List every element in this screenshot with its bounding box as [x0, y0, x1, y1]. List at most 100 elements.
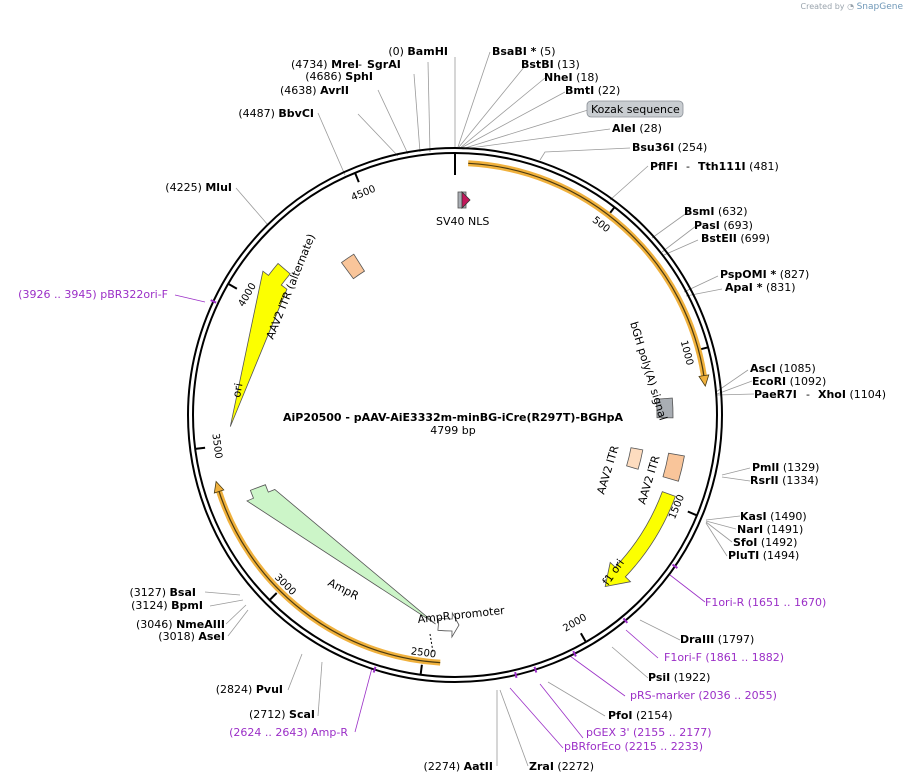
primer-pgex3[interactable]: pGEX 3' (2155 .. 2177)	[586, 726, 712, 739]
primer-ampr[interactable]: (2624 .. 2643) Amp-R	[229, 726, 348, 739]
site-nari[interactable]: NarI (1491)	[737, 523, 803, 536]
bgh-polya-label: bGH poly(A) signal	[627, 320, 669, 422]
site-zrai[interactable]: ZraI (2272)	[529, 760, 594, 773]
site-nmeaiii[interactable]: (3046) NmeAIII	[136, 618, 225, 631]
primer-name: F1ori-F	[664, 651, 702, 664]
site-name: AatII	[464, 760, 493, 773]
site-separator: -	[686, 160, 690, 173]
primer-mark-f1orir	[671, 563, 678, 569]
site-apai[interactable]: ApaI * (831)	[725, 281, 796, 294]
primer-range: (2624 .. 2643)	[229, 726, 311, 739]
site-bsteii[interactable]: BstEII (699)	[701, 232, 770, 245]
site-pluti[interactable]: PluTI (1494)	[728, 549, 799, 562]
site-bbvci[interactable]: (4487) BbvCI	[238, 107, 314, 120]
site-position: (4734)	[291, 58, 331, 71]
site-separator: -	[358, 58, 362, 71]
site-psii[interactable]: PsiI (1922)	[648, 671, 710, 684]
kozak-sequence-badge[interactable]: Kozak sequence	[586, 100, 684, 118]
site-bstbi[interactable]: BstBI (13)	[521, 58, 580, 71]
site-position: (2272)	[554, 760, 594, 773]
site-name: AvrII	[320, 84, 349, 97]
site-position: (2154)	[633, 709, 673, 722]
ampr-boundary	[429, 633, 434, 653]
site-sphi[interactable]: (4686) SphI	[305, 70, 373, 83]
restriction-sites: (0) BamHI (4734) MreI SgrAI(4686) SphI(463…	[129, 45, 886, 773]
site-name: AleI	[612, 122, 636, 135]
primer-mark-pbr322orif	[210, 299, 217, 304]
site-bsu36i[interactable]: Bsu36I (254)	[632, 141, 707, 154]
ampr-label: AmpR	[326, 576, 362, 603]
site-bpmi[interactable]: (3124) BpmI	[131, 599, 203, 612]
site-kasi[interactable]: KasI (1490)	[740, 510, 807, 523]
site-position: (18)	[573, 71, 599, 84]
site-avrii[interactable]: (4638) AvrII	[280, 84, 349, 97]
site-scai[interactable]: (2712) ScaI	[249, 708, 315, 721]
site-pmli[interactable]: PmlI (1329)	[752, 461, 819, 474]
site-bsabi[interactable]: BsaBI * (5)	[492, 45, 556, 58]
kozak-sequence-label: Kozak sequence	[591, 103, 680, 116]
site-pspomi[interactable]: PspOMI * (827)	[720, 268, 809, 281]
site-name: PfoI	[608, 709, 633, 722]
site-pfoi[interactable]: PfoI (2154)	[608, 709, 673, 722]
site-position: (693)	[720, 219, 753, 232]
site-pasi[interactable]: PasI (693)	[694, 219, 753, 232]
site-pflfi[interactable]: PflFI	[650, 160, 678, 173]
tick-3000	[268, 592, 278, 601]
site-rsrii[interactable]: RsrII (1334)	[750, 474, 819, 487]
site-name: BpmI	[171, 599, 203, 612]
site-ecori[interactable]: EcoRI (1092)	[752, 375, 826, 388]
primer-pbrforeco[interactable]: pBRforEco (2215 .. 2233)	[564, 740, 703, 753]
icre-orf-arrow	[468, 160, 707, 377]
site-position: (13)	[554, 58, 580, 71]
snapgene-logo-icon: ◔	[847, 2, 855, 11]
site-position: (4686)	[305, 70, 345, 83]
site-name: PspOMI *	[720, 268, 777, 281]
site-position: (1334)	[779, 474, 819, 487]
ori-label: ori	[230, 382, 245, 398]
primer-f1orif[interactable]: F1ori-F (1861 .. 1882)	[664, 651, 784, 664]
site-mlui[interactable]: (4225) MluI	[165, 181, 232, 194]
site-name: NmeAIII	[176, 618, 225, 631]
site-asci[interactable]: AscI (1085)	[750, 362, 816, 375]
site-bamhi[interactable]: (0) BamHI	[388, 45, 448, 58]
primer-f1orir[interactable]: F1ori-R (1651 .. 1670)	[705, 596, 826, 609]
site-name: AscI	[750, 362, 776, 375]
primer-range: (1861 .. 1882)	[702, 651, 784, 664]
site-asei[interactable]: (3018) AseI	[158, 630, 225, 643]
site-xhoi[interactable]: XhoI (1104)	[818, 388, 886, 401]
site-position: (4487)	[238, 107, 278, 120]
aav2-itr-box-1	[626, 447, 644, 470]
site-name: ZraI	[529, 760, 554, 773]
site-bmti[interactable]: BmtI (22)	[565, 84, 620, 97]
site-name: PluTI	[728, 549, 759, 562]
site-tth111i[interactable]: Tth111I (481)	[698, 160, 779, 173]
site-sfoi[interactable]: SfoI (1492)	[733, 536, 797, 549]
primer-prsmarker[interactable]: pRS-marker (2036 .. 2055)	[630, 689, 777, 702]
site-position: (699)	[737, 232, 770, 245]
site-draiii[interactable]: DraIII (1797)	[680, 633, 754, 646]
site-bsmi[interactable]: BsmI (632)	[684, 205, 748, 218]
tick-label-4500: 4500	[350, 184, 378, 204]
site-paer7i[interactable]: PaeR7I	[754, 388, 797, 401]
site-mrei[interactable]: (4734) MreI	[291, 58, 359, 71]
site-position: (1491)	[763, 523, 803, 536]
site-sgrai[interactable]: SgrAI	[367, 58, 401, 71]
tick-3500	[195, 446, 206, 450]
aav2-itr-alternate-box	[340, 253, 366, 280]
site-pvui[interactable]: (2824) PvuI	[216, 683, 283, 696]
primer-mark-f1orif	[622, 617, 629, 624]
site-nhei[interactable]: NheI (18)	[544, 71, 599, 84]
site-bsai[interactable]: (3127) BsaI	[129, 586, 196, 599]
site-name: ScaI	[289, 708, 315, 721]
site-position: (481)	[746, 160, 779, 173]
ori-arrow	[229, 262, 291, 427]
site-alei[interactable]: AleI (28)	[612, 122, 662, 135]
tick-label-2000: 2000	[561, 612, 589, 634]
label-leader-lines	[204, 51, 755, 767]
site-name: BsaBI *	[492, 45, 537, 58]
primer-pbr322orif[interactable]: (3926 .. 3945) pBR322ori-F	[18, 288, 168, 301]
primer-name: Amp-R	[311, 726, 348, 739]
primer-range: (2036 .. 2055)	[695, 689, 777, 702]
site-name: MreI	[331, 58, 359, 71]
site-aatii[interactable]: (2274) AatII	[424, 760, 493, 773]
